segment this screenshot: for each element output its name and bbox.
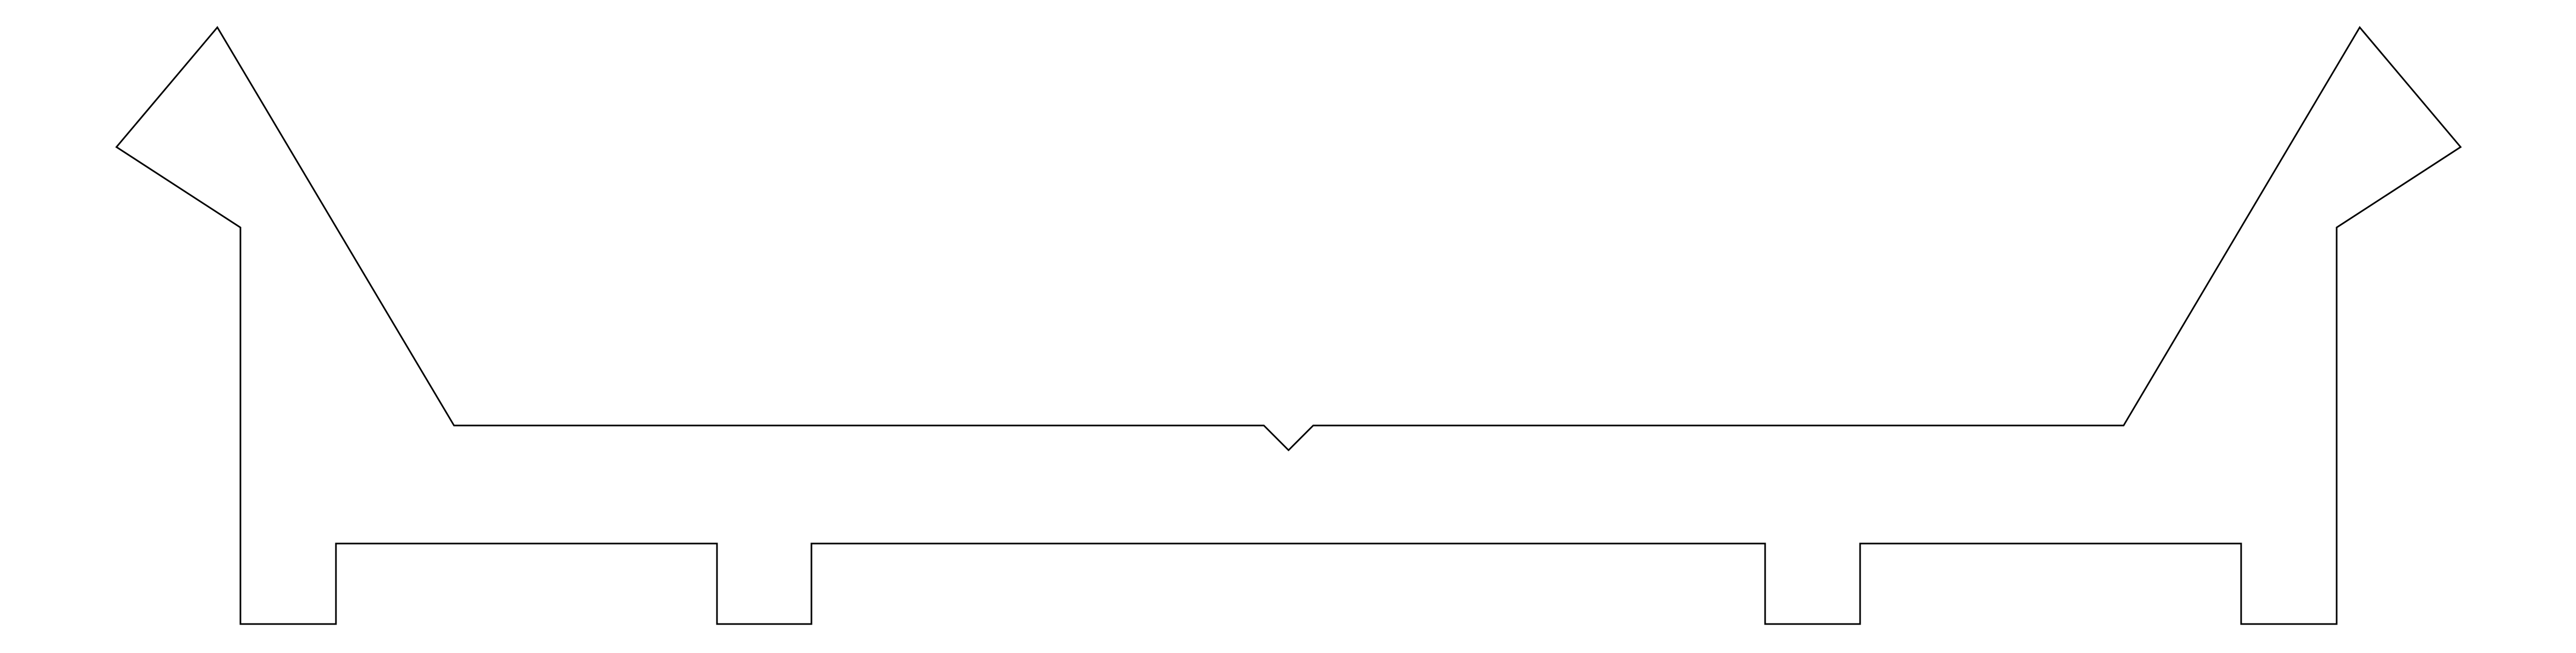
cross-section-outline <box>115 26 2462 625</box>
